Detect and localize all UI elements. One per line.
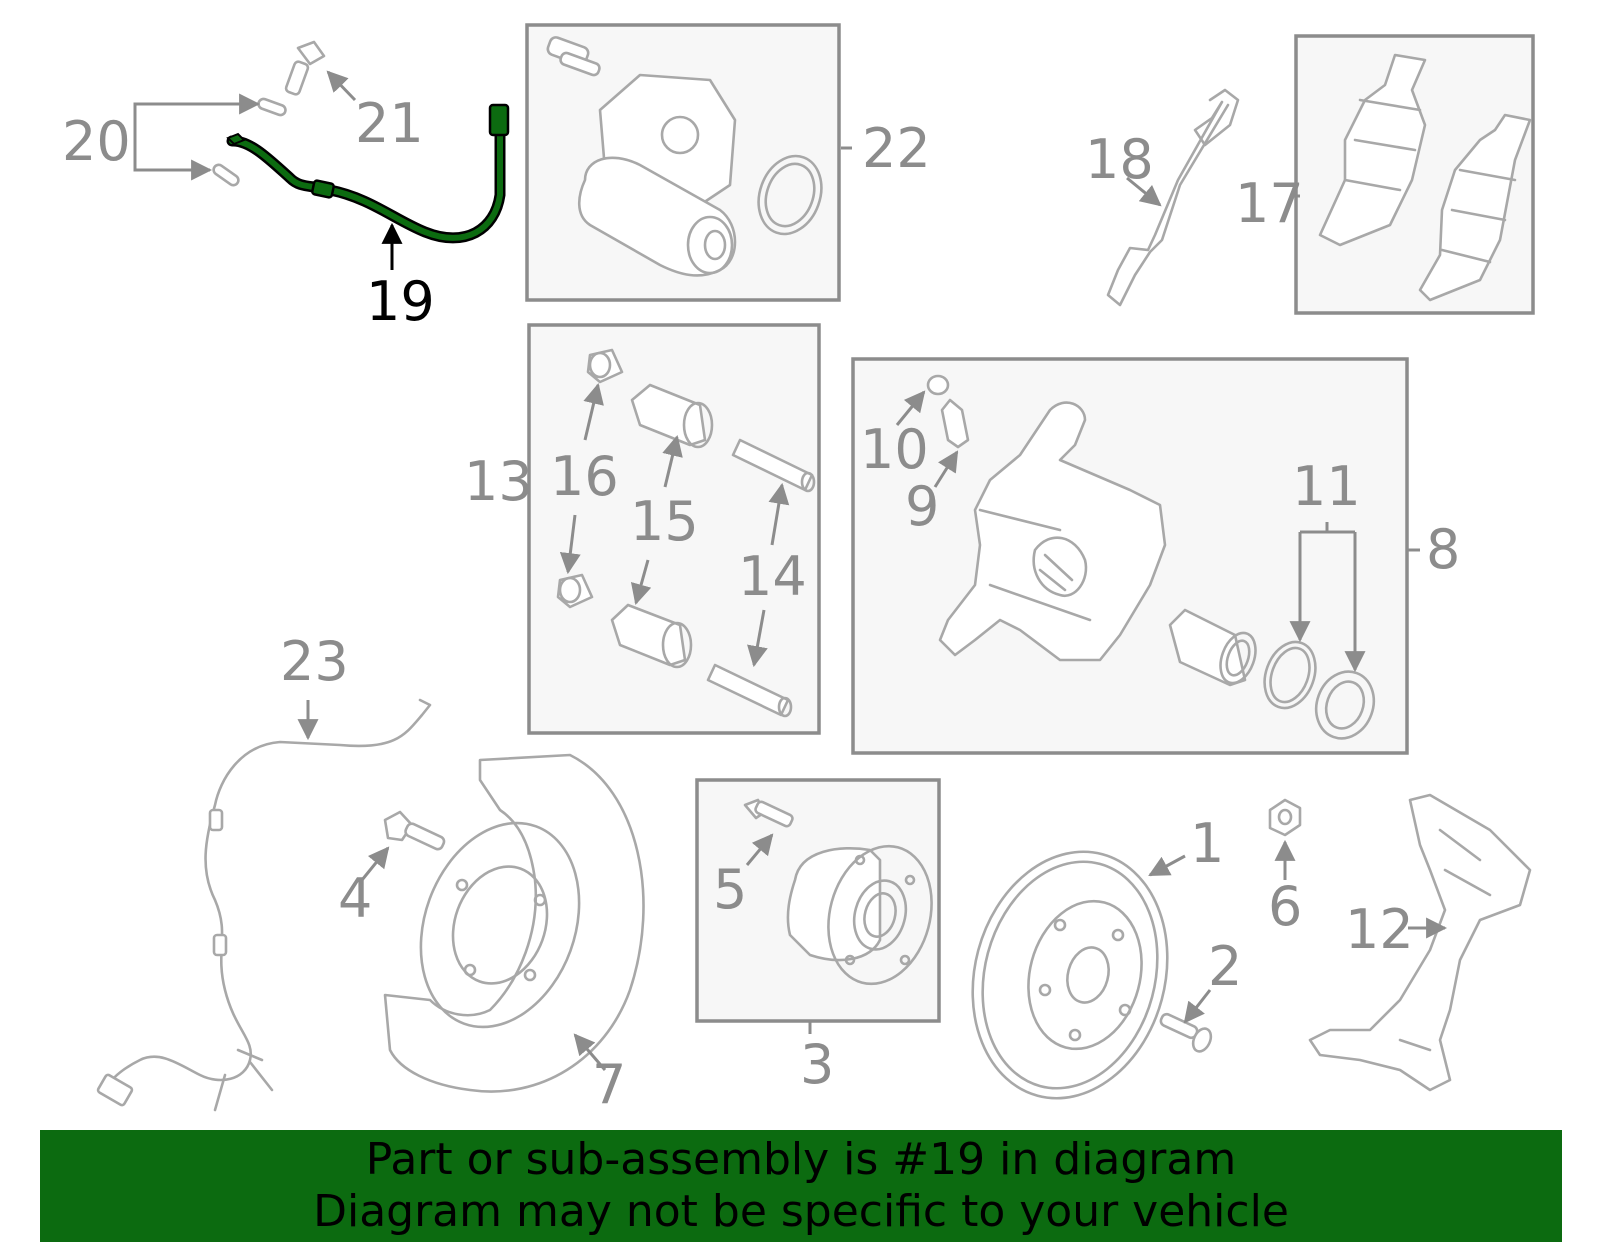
callout-15[interactable]: 15 (630, 490, 699, 553)
banner-line-part: Part or sub-assembly is #19 in diagram (365, 1134, 1237, 1185)
callout-2[interactable]: 2 (1208, 935, 1242, 998)
callout-9[interactable]: 9 (905, 475, 939, 538)
info-banner: Part or sub-assembly is #19 in diagram D… (40, 1130, 1562, 1242)
part-12-caliper-bracket (1308, 793, 1532, 1092)
part-2-screw (1159, 989, 1213, 1053)
callout-20[interactable]: 20 (62, 110, 131, 173)
callout-18[interactable]: 18 (1085, 128, 1154, 191)
part-17-brake-pads (1290, 53, 1532, 302)
banner-line-disclaimer: Diagram may not be specific to your vehi… (313, 1186, 1289, 1237)
part-11-seals (1263, 522, 1376, 740)
banner-background (40, 1130, 1562, 1242)
part-10-bleeder-cap (895, 374, 950, 426)
part-18-pad-wear-spring (1106, 88, 1240, 307)
part-14-guide-pins (706, 438, 816, 718)
callout-22[interactable]: 22 (862, 117, 931, 180)
callout-11[interactable]: 11 (1292, 455, 1361, 518)
part-8-caliper (938, 401, 1167, 662)
part-3-hub (743, 798, 933, 1034)
callout-3[interactable]: 3 (800, 1033, 834, 1096)
callout-19[interactable]: 19 (366, 270, 435, 333)
callout-16[interactable]: 16 (550, 445, 619, 508)
callout-4[interactable]: 4 (338, 867, 372, 930)
part-6-nut (1268, 798, 1302, 880)
box-13-caliper-hardware (527, 323, 821, 735)
part-16-boots (556, 348, 624, 609)
callout-1[interactable]: 1 (1190, 812, 1224, 875)
callout-12[interactable]: 12 (1345, 898, 1414, 961)
part-15-bushings (610, 383, 714, 669)
callout-8[interactable]: 8 (1426, 518, 1460, 581)
callout-7[interactable]: 7 (592, 1053, 626, 1116)
part-23-abs-sensor (96, 698, 432, 1112)
callout-21[interactable]: 21 (355, 92, 424, 155)
part-1-rotor (971, 850, 1186, 1100)
callout-10[interactable]: 10 (860, 418, 929, 481)
callout-13[interactable]: 13 (464, 450, 533, 513)
callout-14[interactable]: 14 (738, 545, 807, 608)
part-21-bolt (284, 40, 357, 102)
callout-5[interactable]: 5 (713, 858, 747, 921)
part-9-bleeder (933, 398, 970, 488)
part-19-brake-hose[interactable] (226, 103, 510, 244)
callout-6[interactable]: 6 (1268, 875, 1302, 938)
part-7-dust-shield (383, 753, 645, 1093)
callout-17[interactable]: 17 (1235, 172, 1304, 235)
part-20-clips (133, 93, 287, 187)
callout-23[interactable]: 23 (280, 630, 349, 693)
part-piston (1168, 608, 1257, 687)
part-22-motor (546, 36, 852, 277)
part-4-bolt (360, 810, 446, 881)
